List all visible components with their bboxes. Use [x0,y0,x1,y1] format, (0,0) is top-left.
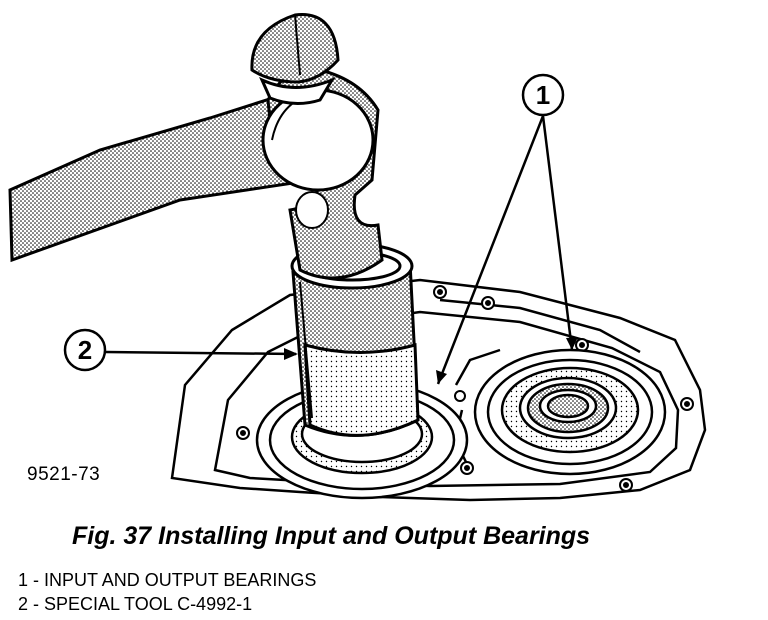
hammer-head [250,13,384,280]
output-bearing [473,348,667,476]
figure-caption: Fig. 37 Installing Input and Output Bear… [72,522,591,550]
figure-legend: 1 - INPUT AND OUTPUT BEARINGS 2 - SPECIA… [18,568,316,616]
callout-2-label: 2 [78,335,92,365]
hammer-handle [8,87,302,263]
figure-id-label: 9521-73 [27,464,101,485]
callout-1-label: 1 [536,80,550,110]
bolt-holes [236,285,694,492]
legend-item-2: 2 - SPECIAL TOOL C-4992-1 [18,594,253,614]
callout-2: 2 [63,328,298,372]
technical-illustration: 1 2 [8,13,707,502]
callout-1: 1 [436,73,578,385]
legend-item-1: 1 - INPUT AND OUTPUT BEARINGS [18,570,317,590]
